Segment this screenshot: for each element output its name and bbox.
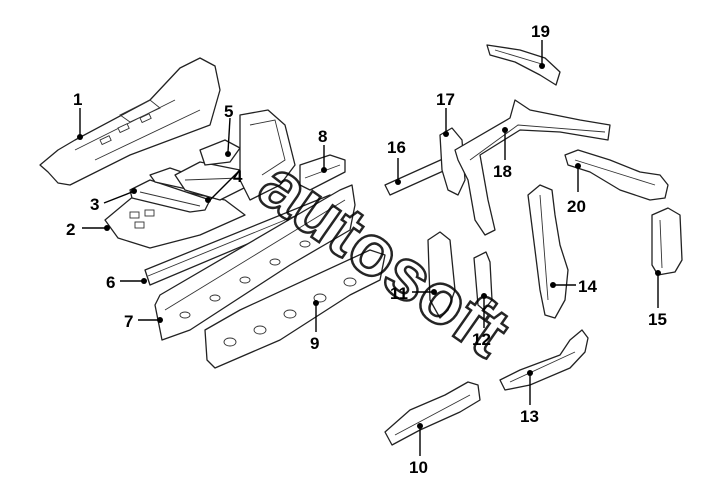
callout-12: 12 (472, 330, 491, 349)
part-1-floor-tunnel (39, 57, 221, 186)
callout-14: 14 (578, 277, 597, 296)
callout-labels: 1 2 3 4 5 6 7 8 9 10 11 12 13 14 15 16 1… (66, 22, 667, 477)
part-20-rear-rail (564, 149, 669, 201)
callout-15: 15 (648, 310, 667, 329)
part-17-a-pillar-upper (439, 127, 466, 196)
part-10-lower-rail (384, 381, 481, 446)
callout-2: 2 (66, 220, 75, 239)
rear-panel (239, 109, 296, 201)
callout-13: 13 (520, 407, 539, 426)
callout-9: 9 (310, 334, 319, 353)
callout-10: 10 (409, 458, 428, 477)
part-14-b-pillar (527, 184, 569, 319)
part-13-lower-rail (499, 329, 589, 391)
callout-16: 16 (387, 138, 406, 157)
callout-19: 19 (531, 22, 550, 41)
callout-18: 18 (493, 162, 512, 181)
part-18-roof-rail (454, 99, 611, 236)
callout-4: 4 (233, 167, 243, 186)
part-7-rocker-outer (154, 184, 356, 341)
part-5-reinforcement (199, 139, 241, 166)
callout-20: 20 (567, 197, 586, 216)
callout-3: 3 (90, 195, 99, 214)
part-16-header-rail (384, 157, 451, 196)
part-11-b-pillar-lower (427, 231, 456, 319)
callout-17: 17 (436, 90, 455, 109)
callout-7: 7 (124, 312, 133, 331)
part-19-roof-bow (486, 44, 561, 86)
callout-6: 6 (106, 273, 115, 292)
callout-5: 5 (224, 102, 233, 121)
part-15-rear-bracket (651, 207, 683, 276)
callout-11: 11 (390, 284, 408, 303)
callout-1: 1 (73, 90, 82, 109)
part-9-rocker-inner (204, 249, 386, 369)
leader-lines (77, 40, 661, 456)
part-12-pillar-reinforcement (473, 251, 493, 311)
callout-8: 8 (318, 127, 327, 146)
